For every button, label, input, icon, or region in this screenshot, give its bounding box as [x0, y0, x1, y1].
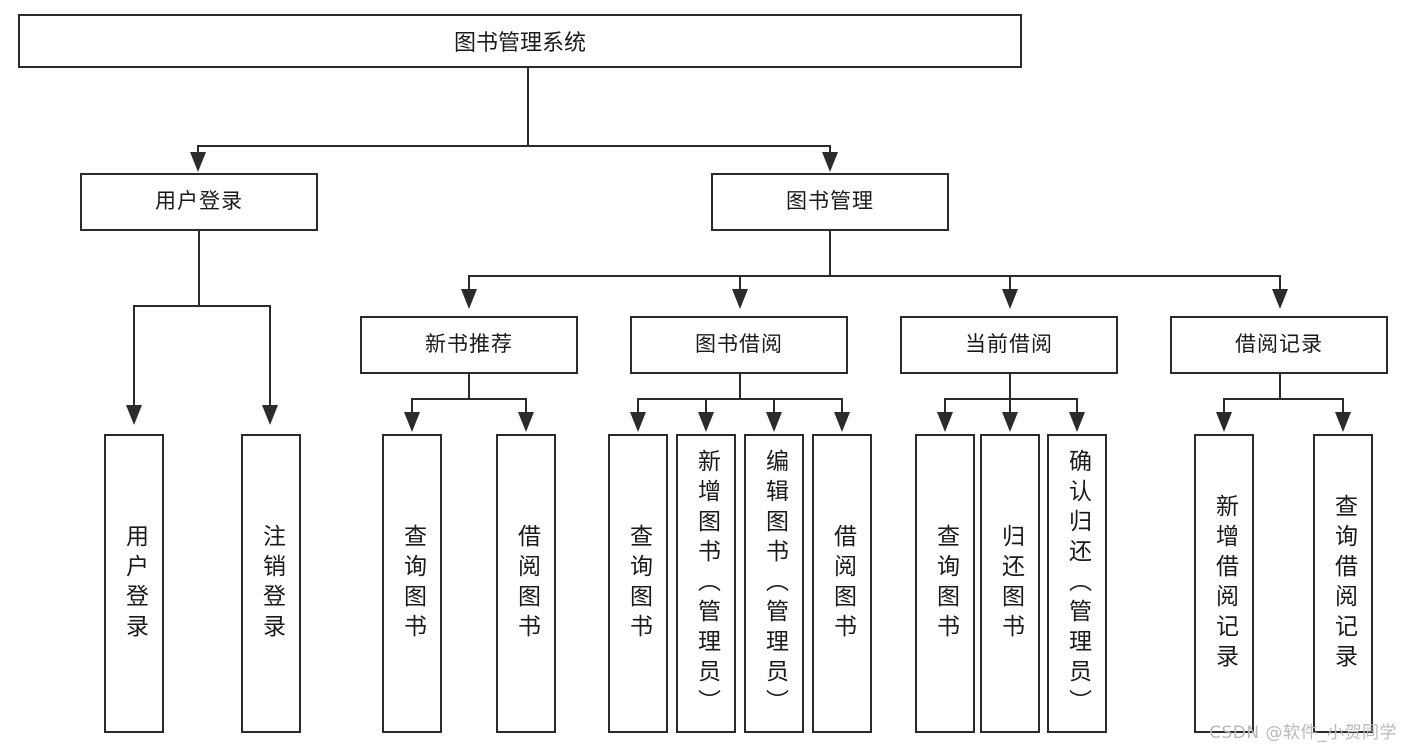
arrowhead-cb-leaf-1 [937, 412, 953, 432]
watermark-text: CSDN @软件_小贺同学 [1209, 723, 1397, 743]
node-label: 查询图书 [625, 523, 652, 644]
node-label: 借阅记录 [1235, 332, 1323, 357]
edge-new-book-bus [411, 398, 526, 400]
edge-book-borrow-stem [739, 374, 741, 398]
edge-book-manage-stem [829, 231, 831, 275]
arrowhead-br-leaf-2 [1335, 412, 1351, 432]
arrowhead-br-leaf-1 [1216, 412, 1232, 432]
leaf-cb-query-book[interactable]: 查询图书 [915, 434, 975, 733]
edge-cb-drop-2 [1009, 398, 1011, 412]
arrowhead-leaf-user-login [126, 405, 142, 425]
leaf-nb-query-book[interactable]: 查询图书 [382, 434, 442, 733]
leaf-cb-return-book[interactable]: 归还图书 [980, 434, 1040, 733]
node-borrow-record[interactable]: 借阅记录 [1170, 316, 1388, 374]
node-new-book-recommend[interactable]: 新书推荐 [360, 316, 578, 374]
edge-book-borrow-bus [637, 398, 843, 400]
leaf-bb-edit-book[interactable]: 编辑图书（管理员） [744, 434, 804, 733]
leaf-bb-borrow-book[interactable]: 借阅图书 [812, 434, 872, 733]
leaf-cb-confirm-return[interactable]: 确认归还（管理员） [1047, 434, 1107, 733]
edge-level2-bus [197, 145, 831, 147]
node-label: 归还图书 [997, 523, 1024, 644]
arrowhead-bb-leaf-3 [766, 412, 782, 432]
node-label: 新书推荐 [425, 332, 513, 357]
arrowhead-current-borrow [1002, 289, 1018, 309]
node-label: 借阅图书 [829, 523, 856, 644]
edge-bb-drop-3 [773, 398, 775, 412]
edge-cb-drop-1 [944, 398, 946, 412]
node-label: 图书管理系统 [453, 31, 586, 56]
leaf-bb-add-book[interactable]: 新增图书（管理员） [676, 434, 736, 733]
leaf-br-query-record[interactable]: 查询借阅记录 [1313, 434, 1373, 733]
node-book-manage[interactable]: 图书管理 [711, 173, 949, 231]
arrowhead-book-borrow [732, 289, 748, 309]
arrowhead-bb-leaf-1 [630, 412, 646, 432]
edge-level3-bus [468, 275, 1280, 277]
arrowhead-bb-leaf-2 [698, 412, 714, 432]
node-current-borrow[interactable]: 当前借阅 [900, 316, 1118, 374]
leaf-br-add-record[interactable]: 新增借阅记录 [1194, 434, 1254, 733]
node-label: 查询图书 [399, 523, 426, 644]
arrowhead-book-manage [822, 152, 838, 172]
node-label: 图书借阅 [695, 332, 783, 357]
node-label: 新增借阅记录 [1211, 493, 1238, 674]
edge-new-book-stem [468, 374, 470, 398]
node-label: 编辑图书（管理员） [761, 448, 788, 719]
leaf-nb-borrow-book[interactable]: 借阅图书 [496, 434, 556, 733]
arrowhead-user-login [190, 152, 206, 172]
edge-to-current-borrow [1009, 275, 1011, 289]
edge-bb-drop-1 [637, 398, 639, 412]
arrowhead-borrow-record [1272, 289, 1288, 309]
edge-user-login-drop-2 [269, 305, 271, 405]
arrowhead-bb-leaf-4 [834, 412, 850, 432]
node-label: 图书管理 [786, 189, 874, 214]
node-book-borrow[interactable]: 图书借阅 [630, 316, 848, 374]
arrowhead-cb-leaf-3 [1069, 412, 1085, 432]
node-label: 用户登录 [121, 523, 148, 644]
edge-current-borrow-bus [944, 398, 1078, 400]
edge-new-book-drop-2 [525, 398, 527, 412]
arrowhead-new-book [461, 289, 477, 309]
edge-root-stem [527, 68, 529, 145]
leaf-user-login[interactable]: 用户登录 [104, 434, 164, 733]
edge-borrow-record-stem [1279, 374, 1281, 398]
edge-current-borrow-stem [1009, 374, 1011, 398]
node-label: 新增图书（管理员） [693, 448, 720, 719]
edge-to-borrow-record [1279, 275, 1281, 289]
node-label: 查询图书 [932, 523, 959, 644]
edge-br-drop-1 [1223, 398, 1225, 412]
edge-to-book-borrow [739, 275, 741, 289]
node-label: 借阅图书 [513, 523, 540, 644]
edge-br-drop-2 [1342, 398, 1344, 412]
edge-new-book-drop-1 [411, 398, 413, 412]
node-label: 注销登录 [258, 523, 285, 644]
edge-bb-drop-2 [705, 398, 707, 412]
edge-borrow-record-bus [1223, 398, 1343, 400]
edge-cb-drop-3 [1076, 398, 1078, 412]
node-label: 查询借阅记录 [1330, 493, 1357, 674]
leaf-logout[interactable]: 注销登录 [241, 434, 301, 733]
edge-user-login-drop-1 [133, 305, 135, 405]
leaf-bb-query-book[interactable]: 查询图书 [608, 434, 668, 733]
arrowhead-nb-leaf-1 [404, 412, 420, 432]
node-label: 当前借阅 [965, 332, 1053, 357]
node-label: 用户登录 [155, 189, 243, 214]
node-user-login[interactable]: 用户登录 [80, 173, 318, 231]
node-root-system[interactable]: 图书管理系统 [18, 14, 1022, 68]
edge-user-login-bus [133, 305, 270, 307]
arrowhead-nb-leaf-2 [518, 412, 534, 432]
edge-user-login-stem [198, 231, 200, 305]
edge-to-new-book [468, 275, 470, 289]
edge-bb-drop-4 [841, 398, 843, 412]
arrowhead-leaf-logout [262, 405, 278, 425]
node-label: 确认归还（管理员） [1064, 448, 1091, 719]
arrowhead-cb-leaf-2 [1002, 412, 1018, 432]
